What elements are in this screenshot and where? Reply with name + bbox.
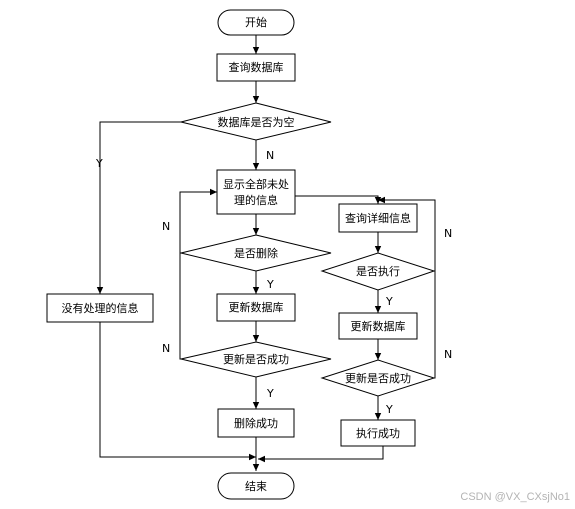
delete-ok-label: 删除成功 [234, 416, 278, 430]
query-db-box [216, 53, 296, 82]
show-unprocessed-box [216, 169, 296, 215]
node-no-info: 没有处理的信息 [46, 293, 154, 323]
is-delete-no-label: N [162, 220, 170, 233]
node-delete-ok: 删除成功 [217, 408, 295, 438]
update-db-left-box [216, 293, 296, 322]
show-unprocessed-label-line2: 理的信息 [234, 193, 278, 207]
edge-empty-yes-to-no-info [96, 121, 181, 294]
node-start: 开始 [217, 9, 295, 36]
update-left-no-label: N [162, 342, 170, 355]
update-db-left-label: 更新数据库 [229, 300, 284, 314]
end-label: 结束 [245, 480, 267, 493]
query-detail-label: 查询详细信息 [345, 211, 411, 225]
is-execute-no-label: N [444, 227, 452, 240]
is-execute-label: 是否执行 [356, 264, 400, 278]
db-empty-no-label: N [266, 149, 274, 162]
update-left-yes-label: Y [266, 387, 274, 400]
no-info-box [46, 293, 154, 323]
query-detail-box [338, 203, 418, 233]
update-ok-left-diamond [180, 341, 332, 378]
edge-update-right-no-loop [434, 271, 436, 379]
is-delete-yes-label: Y [266, 278, 274, 291]
edge-labels: N Y Y N N Y Y N N Y [95, 149, 452, 416]
node-update-db-left: 更新数据库 [216, 293, 296, 322]
is-delete-diamond [180, 234, 332, 272]
watermark: CSDN @VX_CXsjNo1 [460, 491, 570, 503]
start-terminator [217, 9, 295, 36]
db-empty-diamond [180, 102, 332, 141]
is-execute-diamond [320, 252, 436, 291]
node-execute-ok: 执行成功 [340, 419, 416, 447]
node-end: 结束 [217, 472, 295, 500]
update-right-yes-label: Y [385, 403, 393, 416]
edge-no-info-to-end [99, 322, 256, 461]
node-db-empty: 数据库是否为空 [180, 102, 332, 141]
delete-ok-box [217, 408, 295, 438]
update-db-right-label: 更新数据库 [351, 319, 406, 333]
db-empty-label: 数据库是否为空 [218, 115, 295, 129]
db-empty-yes-label: Y [95, 157, 103, 170]
update-db-right-box [338, 312, 418, 340]
node-query-db: 查询数据库 [216, 53, 296, 82]
show-unprocessed-label-line1: 显示全部未处 [223, 177, 289, 191]
update-ok-right-diamond [320, 359, 436, 397]
node-update-ok-left: 更新是否成功 [180, 341, 332, 378]
update-ok-right-label: 更新是否成功 [345, 371, 411, 385]
end-terminator [217, 472, 295, 500]
edge-execute-ok-to-end [258, 446, 384, 463]
node-update-ok-right: 更新是否成功 [320, 359, 436, 397]
edge-update-left-no-loop [179, 253, 181, 360]
edge-delete-no-loop [179, 188, 217, 254]
no-info-label: 没有处理的信息 [62, 301, 139, 315]
node-is-execute: 是否执行 [320, 252, 436, 291]
is-execute-yes-label: Y [385, 295, 393, 308]
is-delete-label: 是否删除 [234, 246, 278, 260]
execute-ok-label: 执行成功 [356, 426, 400, 440]
node-show-unprocessed: 显示全部未处 理的信息 [216, 169, 296, 215]
edge-show-to-query-detail [295, 195, 382, 204]
start-label: 开始 [245, 15, 267, 29]
execute-ok-box [340, 419, 416, 447]
node-update-db-right: 更新数据库 [338, 312, 418, 340]
query-db-label: 查询数据库 [229, 60, 284, 74]
node-query-detail: 查询详细信息 [338, 203, 418, 233]
node-is-delete: 是否删除 [180, 234, 332, 272]
update-ok-left-label: 更新是否成功 [223, 352, 289, 366]
update-right-no-label: N [444, 348, 452, 361]
